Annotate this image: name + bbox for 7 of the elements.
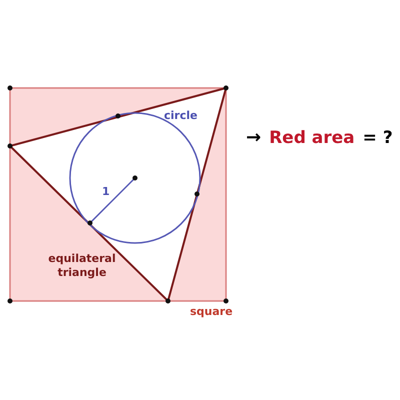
radius-label: 1 [102,184,110,200]
arrow-symbol: → [246,126,262,150]
question-text: = ? [362,127,393,150]
shape-label: equilateral triangle [47,252,117,280]
shape-label: square [190,304,233,320]
shape-label: circle [164,108,198,124]
question-text: Red area [269,127,355,150]
